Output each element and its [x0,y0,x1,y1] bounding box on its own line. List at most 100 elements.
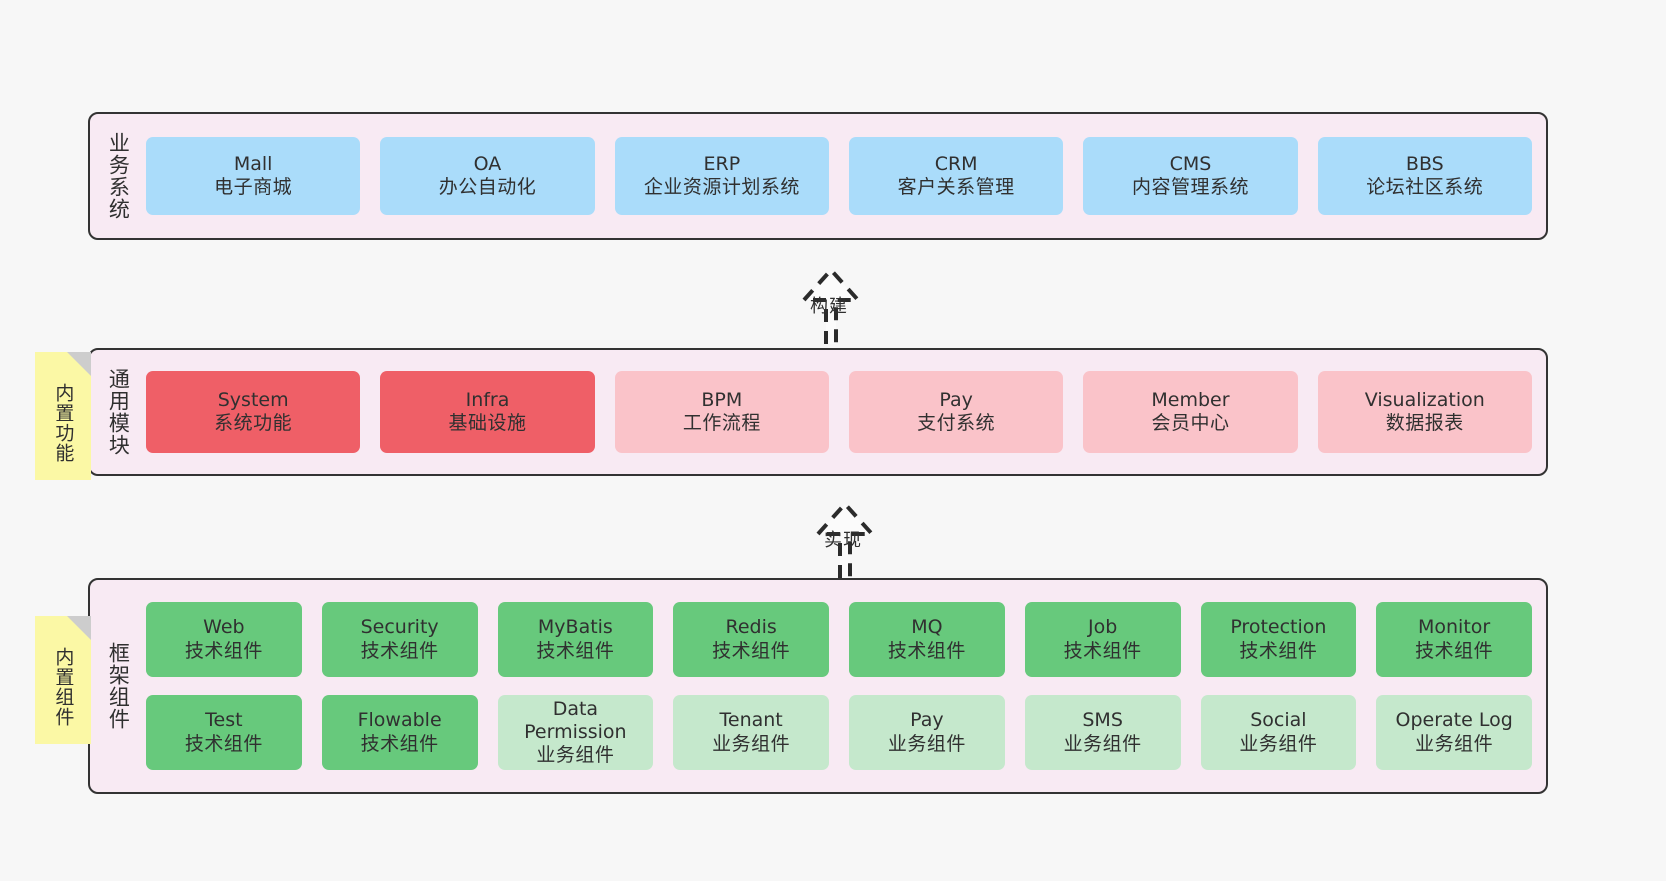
card-title-cn: 技术组件 [1239,639,1318,662]
card-title-cn: 工作流程 [682,412,761,434]
card-title-cn: 技术组件 [360,732,439,755]
card-title-en: OA [473,152,502,175]
card-title-en: MyBatis [537,616,613,639]
card-title-cn: 技术组件 [184,639,263,662]
card-title-cn: 客户关系管理 [897,176,1015,198]
card-title-en: Pay [939,388,973,411]
card-title-cn: 业务组件 [536,744,615,767]
card-title-en: Protection [1230,616,1327,639]
card-title-cn: 技术组件 [1415,639,1494,662]
card-title-en: Job [1087,616,1118,639]
note-fold-corner-icon [67,352,91,376]
card-title-en: ERP [703,152,741,175]
card-title-en: System [217,388,289,411]
sticky-note-builtin-functions: 内置功能 [35,352,91,480]
card-title-en: Test [205,709,243,732]
card-title-en: Social [1250,709,1307,732]
card-title-en: SMS [1082,709,1123,732]
card-title-cn: 业务组件 [712,732,791,755]
card-title-cn: 业务组件 [1239,732,1318,755]
card-title-en: Infra [465,388,510,411]
card-title-cn: 论坛社区系统 [1366,176,1484,198]
section-label-framework-components: 框架组件 [106,642,131,730]
card-title-cn: 办公自动化 [438,176,537,198]
connector-label-implement: 实现 [824,530,862,551]
card-title-en: CMS [1169,152,1212,175]
card-title-cn: 技术组件 [712,639,791,662]
card-title-en: Operate Log [1395,709,1513,732]
card-title-cn: 企业资源计划系统 [643,176,800,198]
card-title-cn: 数据报表 [1385,412,1464,434]
card-title-cn: 业务组件 [887,732,966,755]
sticky-note-builtin-components-label: 内置组件 [52,647,75,727]
card-title-cn: 会员中心 [1151,412,1230,434]
card-title-cn: 支付系统 [917,412,996,434]
card-title-en: Mall [233,152,273,175]
connector-arrow-build: 构建 [756,258,906,346]
card-title-en: Web [203,616,245,639]
card-title-en: BPM [701,388,743,411]
card-title-en: Security [360,616,439,639]
card-title-cn: 基础设施 [448,412,527,434]
card-title-cn: 电子商城 [214,176,293,198]
card-title-en: Data Permission [524,697,627,743]
card-title-en: Visualization [1364,388,1485,411]
card-title-cn: 系统功能 [214,412,293,434]
card-title-cn: 技术组件 [184,732,263,755]
card-title-cn: 业务组件 [1063,732,1142,755]
card-title-en: Member [1151,388,1230,411]
card-title-cn: 技术组件 [536,639,615,662]
card-title-cn: 内容管理系统 [1131,176,1249,198]
card-title-cn: 业务组件 [1415,732,1494,755]
section-label-business-systems: 业务系统 [106,132,131,220]
card-title-en: Pay [910,709,944,732]
card-title-en: MQ [911,616,943,639]
card-title-cn: 技术组件 [1063,639,1142,662]
section-label-common-modules: 通用模块 [106,368,131,456]
note-fold-corner-icon [67,616,91,640]
card-title-en: BBS [1405,152,1444,175]
sticky-note-builtin-components: 内置组件 [35,616,91,744]
card-title-cn: 技术组件 [887,639,966,662]
connector-label-build: 构建 [810,296,848,317]
card-title-en: Redis [725,616,777,639]
